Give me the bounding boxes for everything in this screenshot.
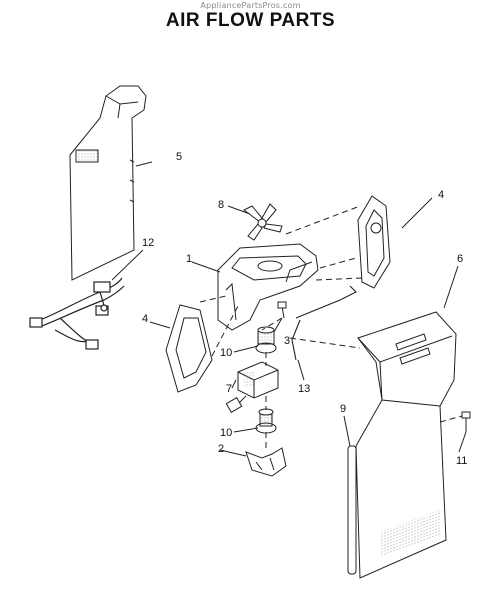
watermark: AppliancePartsPros.com <box>200 1 301 10</box>
callout-11: 11 <box>456 455 467 467</box>
part-13-bracket <box>291 285 357 361</box>
part-10-upper-bushing <box>255 326 277 354</box>
part-4-right-baffle <box>357 195 391 289</box>
part-9-seal-strip <box>347 445 357 575</box>
callout-6: 6 <box>457 253 463 265</box>
callout-numbers: 5 12 8 1 4 4 6 3 10 7 13 9 10 2 11 <box>142 151 467 467</box>
part-4-left-baffle <box>165 304 213 393</box>
callout-10-lower: 10 <box>220 427 232 439</box>
callout-12: 12 <box>142 237 154 249</box>
callout-2: 2 <box>218 443 224 455</box>
part-1-fan-housing <box>217 243 319 331</box>
part-5-duct-panel <box>69 85 147 281</box>
part-2-motor-bracket <box>245 447 287 477</box>
leader-lines <box>111 161 467 457</box>
callout-7: 7 <box>226 383 232 395</box>
callout-5: 5 <box>176 151 182 163</box>
callout-10-upper: 10 <box>220 347 232 359</box>
callout-9: 9 <box>340 403 346 415</box>
callout-8: 8 <box>218 199 224 211</box>
callout-13: 13 <box>298 383 310 395</box>
part-8-fan-blade <box>243 203 283 241</box>
diagram-title: AIR FLOW PARTS <box>165 10 336 31</box>
alignment-lines <box>199 205 463 450</box>
part-11-screw <box>461 411 471 432</box>
part-12-wire-harness <box>29 277 125 350</box>
part-3-screw <box>277 301 287 319</box>
callout-1: 1 <box>186 253 192 265</box>
callout-4-left: 4 <box>142 313 148 325</box>
part-10-lower-bushing <box>255 408 277 434</box>
callout-3: 3 <box>284 335 290 347</box>
part-7-fan-motor <box>225 361 279 414</box>
callout-4-right: 4 <box>438 189 444 201</box>
part-6-air-duct <box>355 311 457 579</box>
